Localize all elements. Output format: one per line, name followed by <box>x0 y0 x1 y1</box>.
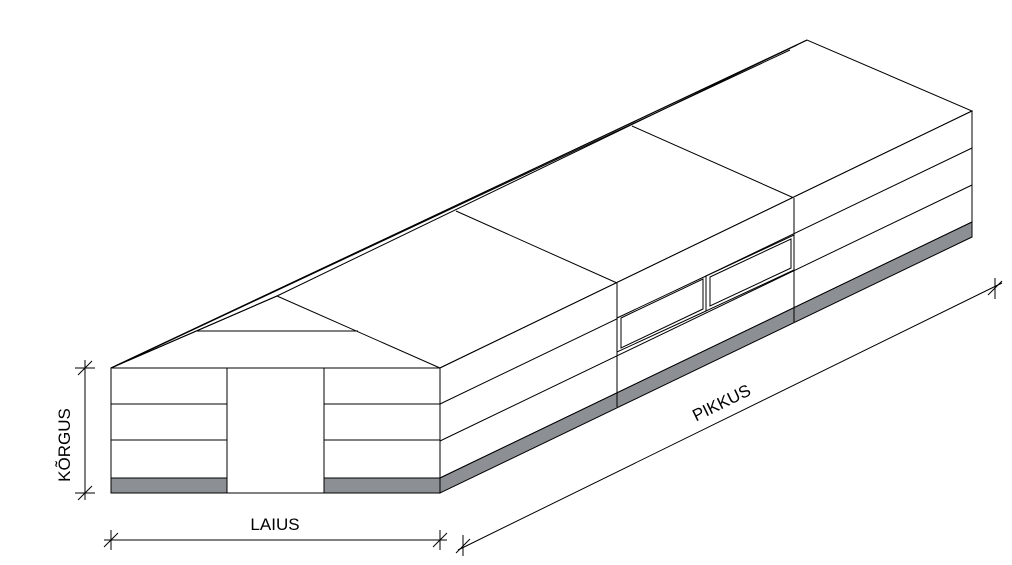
front-plinth-left <box>110 477 228 494</box>
roof-section-line <box>631 125 795 199</box>
height-dimension: KÕRGUS <box>55 360 95 501</box>
front-wall <box>110 367 441 494</box>
length-slash-end <box>987 280 1003 296</box>
width-dimension: LAIUS <box>103 515 448 550</box>
roof-ridge-line-3 <box>119 49 791 365</box>
length-label: PIKKUS <box>689 381 753 425</box>
roof-front-slope <box>276 295 441 369</box>
side-window-inner <box>709 238 792 307</box>
width-slash-left <box>103 532 119 548</box>
side-window-inner <box>620 278 704 349</box>
height-slash-top <box>77 360 93 376</box>
length-slash-start <box>455 538 471 554</box>
side-window <box>705 234 795 312</box>
roof-ridge-line-2 <box>114 44 798 367</box>
width-slash-right <box>432 532 448 548</box>
side-wall <box>439 110 973 494</box>
gable <box>110 295 358 369</box>
height-label: KÕRGUS <box>55 408 74 482</box>
front-door <box>226 367 325 494</box>
roof-section-line <box>455 210 618 284</box>
side-cladding-line <box>439 184 973 442</box>
gable-left-edge <box>110 295 278 369</box>
width-label: LAIUS <box>250 515 299 534</box>
height-slash-bottom <box>77 485 93 501</box>
side-plinth <box>439 221 973 494</box>
length-dimension-line <box>457 282 1003 551</box>
front-plinth-right <box>323 477 441 494</box>
